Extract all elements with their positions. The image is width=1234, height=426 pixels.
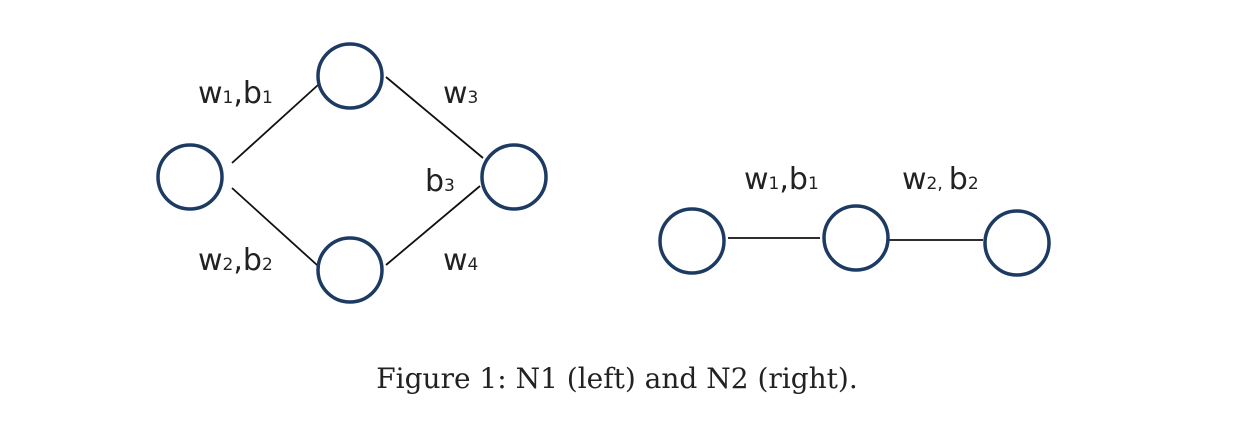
n1-label-w1-b1: w1,b1 (198, 76, 273, 111)
n1-label-w3: w3 (443, 76, 478, 111)
n1-label-w4: w4 (443, 243, 478, 278)
n1-output-node (480, 143, 548, 211)
n1-label-w2-b2: w2,b2 (198, 243, 273, 278)
n2-output-node (983, 209, 1051, 277)
network-n1: w1,b1 w3 b3 w2,b2 w4 (156, 42, 548, 304)
n1-edge-bottom-to-output (385, 185, 481, 266)
n2-label-w2-b2: w2,b2 (902, 162, 979, 197)
n1-label-b3: b3 (425, 164, 455, 199)
n1-hidden-bottom-node (316, 236, 384, 304)
figure-caption: Figure 1: N1 (left) and N2 (right). (376, 362, 858, 395)
network-n2: w1,b1 w2,b2 (658, 162, 1051, 277)
n2-label-w1-b1: w1,b1 (744, 162, 819, 197)
n2-input-node (658, 207, 726, 275)
n1-hidden-top-node (316, 42, 384, 110)
n1-edge-input-to-top (231, 84, 319, 164)
n1-input-node (156, 143, 224, 211)
n1-edge-input-to-bottom (231, 187, 318, 266)
n1-edge-top-to-output (385, 76, 484, 159)
n2-hidden-node (822, 204, 890, 272)
